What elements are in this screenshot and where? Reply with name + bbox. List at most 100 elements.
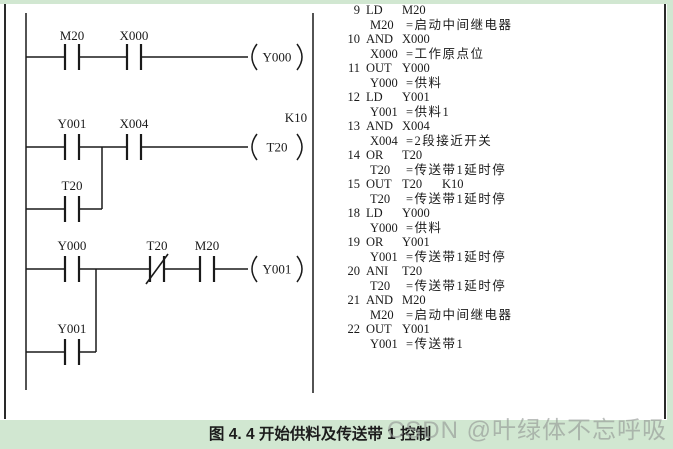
rung3-coil <box>251 255 303 283</box>
step-number: 21 <box>347 293 361 307</box>
device-name: X004 <box>370 133 398 148</box>
comment-line: T20 =传送带1延时停 <box>345 279 645 294</box>
device-name: T20 <box>370 162 391 177</box>
device-name: Y000 <box>370 75 398 90</box>
rung2-branch-wire <box>26 147 103 210</box>
device-comment: =供料 <box>406 75 443 90</box>
operand: X000 <box>402 32 430 46</box>
step-number: 11 <box>347 61 360 75</box>
operand: T20 <box>402 148 423 162</box>
device-name: T20 <box>370 278 391 293</box>
mnemonic: LD <box>366 90 383 104</box>
rung3-contact-m20-label: M20 <box>195 238 220 253</box>
operand: Y000 <box>402 206 430 220</box>
instruction-line: 9 LD M20 <box>345 3 645 18</box>
rung3-branch-contact-y001 <box>63 339 81 365</box>
rung1-coil-label: Y000 <box>263 50 292 65</box>
step-number: 15 <box>347 177 361 191</box>
step-number: 22 <box>347 322 361 336</box>
instruction-line: 18 LD Y000 <box>345 206 645 221</box>
rung1-contact-x000 <box>125 44 143 70</box>
mnemonic: OR <box>366 148 384 162</box>
mnemonic: AND <box>366 119 394 133</box>
step-number: 13 <box>347 119 361 133</box>
comment-line: Y001 =传送带1 <box>345 337 645 352</box>
device-name: Y001 <box>370 104 398 119</box>
rung1-contact-m20 <box>63 44 81 70</box>
comment-line: Y001 =传送带1延时停 <box>345 250 645 265</box>
operand: Y001 <box>402 322 430 336</box>
operand: M20 <box>402 293 426 307</box>
step-number: 19 <box>347 235 361 249</box>
instruction-line: 13 AND X004 <box>345 119 645 134</box>
rung2-contact-y001-label: Y001 <box>58 116 87 131</box>
device-name: T20 <box>370 191 391 206</box>
operand-extra: K10 <box>442 177 464 191</box>
instruction-line: 19 OR Y001 <box>345 235 645 250</box>
device-name: M20 <box>370 307 394 322</box>
ladder-diagram: M20 X000 Y000 Y001 X004 K10 T20 T20 Y000… <box>25 13 314 393</box>
rung2-contact-x004-label: X004 <box>120 116 149 131</box>
step-number: 12 <box>347 90 361 104</box>
instruction-line: 12 LD Y001 <box>345 90 645 105</box>
instruction-line: 11 OUT Y000 <box>345 61 645 76</box>
rung1-coil <box>251 43 303 71</box>
rung2-coil-timer <box>251 133 303 161</box>
device-comment: =传送带1延时停 <box>406 278 507 293</box>
operand: M20 <box>402 3 426 17</box>
device-name: Y001 <box>370 249 398 264</box>
comment-line: M20 =启动中间继电器 <box>345 18 645 33</box>
device-name: Y001 <box>370 336 398 351</box>
device-comment: =传送带1延时停 <box>406 191 507 206</box>
rung3-branch-wire <box>26 269 97 353</box>
comment-line: T20 =传送带1延时停 <box>345 163 645 178</box>
step-number: 9 <box>353 3 360 17</box>
device-name: X000 <box>370 46 398 61</box>
instruction-line: 20 ANI T20 <box>345 264 645 279</box>
rung3-contact-y000 <box>63 256 81 282</box>
device-comment: =工作原点位 <box>406 46 485 61</box>
device-comment: =启动中间继电器 <box>406 307 513 322</box>
operand: Y001 <box>402 90 430 104</box>
ladder-diagram-panel: M20 X000 Y000 Y001 X004 K10 T20 T20 Y000… <box>0 0 345 420</box>
rung3-contact-m20 <box>198 256 216 282</box>
step-number: 10 <box>347 32 361 46</box>
device-name: Y000 <box>370 220 398 235</box>
figure-panel <box>0 4 667 420</box>
mnemonic: OUT <box>366 177 392 191</box>
rung2-coil-label: T20 <box>267 140 288 155</box>
rung1-contact-x000-label: X000 <box>120 28 149 43</box>
rung3-contact-y000-label: Y000 <box>58 238 87 253</box>
rung2-branch-contact-t20 <box>63 196 81 222</box>
instruction-line: 22 OUT Y001 <box>345 322 645 337</box>
device-comment: =启动中间继电器 <box>406 17 513 32</box>
step-number: 18 <box>347 206 361 220</box>
device-comment: =传送带1 <box>406 336 465 351</box>
operand: Y001 <box>402 235 430 249</box>
rung2-contact-y001 <box>63 134 81 160</box>
device-name: M20 <box>370 17 394 32</box>
csdn-watermark: CSDN @叶绿体不忘呼吸 <box>386 417 667 444</box>
figure-caption: 图 4. 4 开始供料及传送带 1 控制 <box>208 426 432 443</box>
device-comment: =传送带1延时停 <box>406 249 507 264</box>
rung3-branch-y001-label: Y001 <box>58 321 87 336</box>
operand: X004 <box>402 119 430 133</box>
comment-line: Y001 =供料1 <box>345 105 645 120</box>
mnemonic: OUT <box>366 61 392 75</box>
device-comment: =供料 <box>406 220 443 235</box>
mnemonic: ANI <box>366 264 389 278</box>
device-comment: =2段接近开关 <box>406 133 493 148</box>
rung3-contact-t20-label: T20 <box>147 238 168 253</box>
timer-preset-label: K10 <box>285 110 307 125</box>
mnemonic: OR <box>366 235 384 249</box>
instruction-list: 9 LD M20 M20 =启动中间继电器 10 AND X000 X000 =… <box>345 3 645 351</box>
mnemonic: LD <box>366 206 383 220</box>
mnemonic: OUT <box>366 322 392 336</box>
rung2-branch-t20-label: T20 <box>62 178 83 193</box>
mnemonic: LD <box>366 3 383 17</box>
instruction-line: 15 OUT T20 K10 <box>345 177 645 192</box>
figure-left-border <box>4 4 6 419</box>
comment-line: Y000 =供料 <box>345 221 645 236</box>
comment-line: M20 =启动中间继电器 <box>345 308 645 323</box>
